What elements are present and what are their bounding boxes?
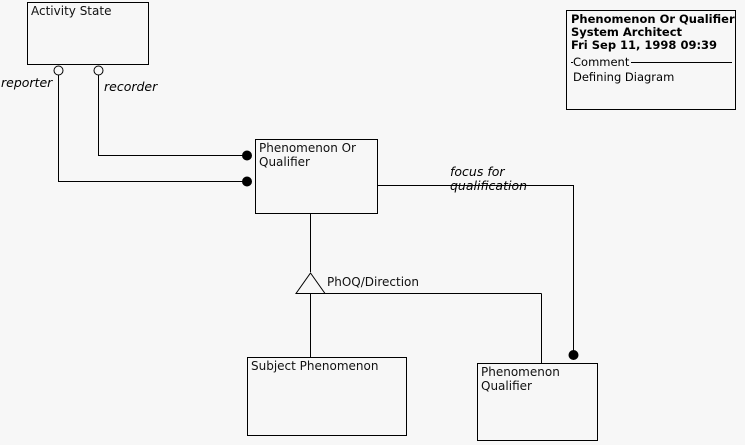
focus-for-qualification-line bbox=[377, 185, 574, 355]
node-phenomenon-qualifier[interactable]: Phenomenon Qualifier bbox=[477, 363, 598, 441]
focus-for-qualification-end-dot-icon bbox=[568, 350, 579, 360]
title-block-title: Phenomenon Or Qualifier bbox=[571, 12, 735, 26]
title-block-author: System Architect bbox=[571, 25, 683, 39]
recorder-role-circle-icon bbox=[93, 65, 104, 76]
title-block-comment-legend: Comment bbox=[573, 55, 632, 69]
title-block-comment-legend-row: Comment bbox=[571, 56, 732, 69]
title-block-timestamp: Fri Sep 11, 1998 09:39 bbox=[571, 38, 718, 52]
title-block-comment-fieldset: Comment Defining Diagram bbox=[571, 56, 732, 84]
comment-rule-divider bbox=[571, 62, 732, 63]
recorder-end-dot-icon bbox=[242, 150, 252, 161]
node-subject-phenomenon[interactable]: Subject Phenomenon bbox=[247, 357, 407, 436]
reporter-association-line bbox=[58, 70, 248, 182]
node-activity-state[interactable]: Activity State bbox=[27, 2, 149, 65]
reporter-end-dot-icon bbox=[242, 176, 252, 187]
generalization-triangle-icon bbox=[295, 272, 326, 294]
title-block: Phenomenon Or Qualifier System Architect… bbox=[566, 10, 736, 110]
role-label-reporter: reporter bbox=[1, 75, 53, 90]
recorder-association-line bbox=[98, 70, 248, 156]
role-label-focus-for-qualification: focus for qualification bbox=[450, 164, 528, 193]
role-label-recorder: recorder bbox=[104, 79, 158, 94]
generalization-label: PhOQ/Direction bbox=[327, 275, 419, 289]
title-block-comment-text: Defining Diagram bbox=[573, 70, 675, 84]
node-phenomenon-qualifier-label: Phenomenon Qualifier bbox=[481, 365, 560, 393]
reporter-role-circle-icon bbox=[53, 65, 64, 76]
node-phenomenon-or-qualifier-label: Phenomenon Or Qualifier bbox=[259, 141, 356, 169]
node-subject-phenomenon-label: Subject Phenomenon bbox=[251, 359, 379, 373]
node-phenomenon-or-qualifier[interactable]: Phenomenon Or Qualifier bbox=[255, 139, 378, 214]
node-activity-state-label: Activity State bbox=[31, 4, 112, 18]
